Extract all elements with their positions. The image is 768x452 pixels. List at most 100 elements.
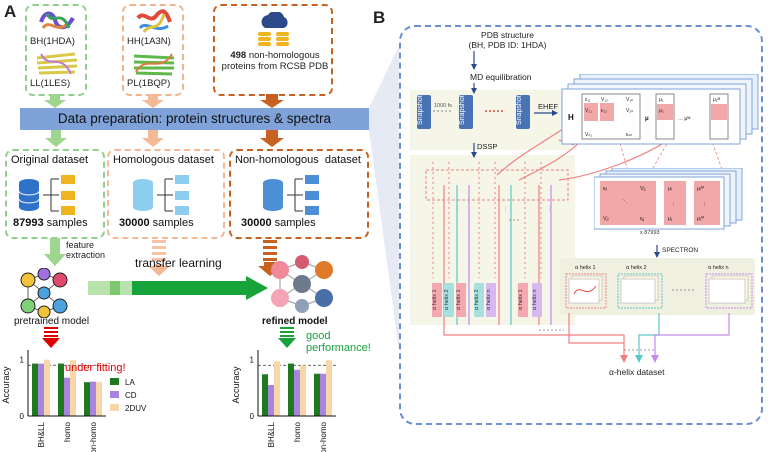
banner-arrows <box>45 130 284 147</box>
svg-text:Vᵢⱼ: Vᵢⱼ <box>640 186 646 192</box>
bar-la-0 <box>32 363 38 416</box>
original-database-icon <box>18 175 75 215</box>
svg-text:Vⱼᵢ: Vⱼᵢ <box>603 216 609 222</box>
helix-box-2a: α helix 2 <box>444 283 454 317</box>
bh-ll-structure-box: BH(1HDA) LL(1LES) <box>25 4 87 96</box>
snapshot-3-label: Snapshot <box>516 95 523 126</box>
feature-extraction-label: feature extraction <box>66 240 106 260</box>
nonhomologous-unit: samples <box>274 217 316 229</box>
helix-box-nc-label: α helix n <box>532 289 538 311</box>
legend-swatch-2duv <box>110 404 119 411</box>
legend-swatch-cd <box>110 391 119 398</box>
spectra-helix-n-title: α helix n <box>708 265 729 271</box>
pretrained-network-icon <box>20 268 68 318</box>
pdb-text: non-homologous proteins from RCSB PDB <box>221 50 329 72</box>
svg-text:μ₂: μ₂ <box>659 108 664 114</box>
svg-text:μ: μ <box>645 116 649 122</box>
bar-cd-1 <box>64 377 70 416</box>
bar-cd-0 <box>38 363 44 416</box>
homologous-unit: samples <box>152 217 194 229</box>
x-tick-label: BH&LL <box>267 421 276 447</box>
homologous-count: 30000 <box>119 217 150 229</box>
helix-box-1b-label: α helix 1 <box>456 289 462 311</box>
pl-protein-icon <box>133 53 175 76</box>
refined-model-label: refined model <box>262 316 328 327</box>
legend-label-cd: CD <box>125 391 137 400</box>
svg-text:⋮: ⋮ <box>702 202 708 208</box>
snapshot-3: Snapshot <box>516 95 530 129</box>
svg-text:ε₁₁: ε₁₁ <box>585 97 591 103</box>
legend-label-la: LA <box>125 378 135 387</box>
original-dataset-box: Original dataset 87993 samples <box>5 149 105 239</box>
panel-a-letter: A <box>4 2 17 21</box>
y-axis-label: Accuracy <box>1 366 11 404</box>
bar-la-1 <box>288 363 294 416</box>
helix-box-1a: α helix 1 <box>432 283 442 317</box>
helix-box-nb-label: α helix n <box>486 289 492 311</box>
original-sample-count: 87993 samples <box>13 217 88 229</box>
hh-label: HH(1A3N) <box>127 36 171 47</box>
svg-text:μᵢᴹ: μᵢᴹ <box>697 185 704 192</box>
spectron-label: SPECTRON <box>662 247 699 254</box>
bar-cd-2 <box>90 381 96 416</box>
svg-text:V₁₂: V₁₂ <box>601 97 608 103</box>
svg-text:Vₙ₁: Vₙ₁ <box>585 132 592 138</box>
refined-network-icon <box>271 255 333 313</box>
helix-box-2b: α helix 2 <box>474 283 484 317</box>
x-tick-label: homo <box>293 421 302 442</box>
dssp-sequences: ⋮⋮⋮ <box>425 162 569 278</box>
alpha-helix-dataset-label: α-helix dataset <box>609 367 665 377</box>
x-tick-label: non-homo <box>89 421 98 452</box>
bar-cd-0 <box>268 385 274 416</box>
bar-cd-2 <box>320 373 326 416</box>
svg-text:V₂ₙ: V₂ₙ <box>626 108 633 114</box>
bar-2duv-0 <box>44 359 50 416</box>
helix-box-1c-label: α helix 1 <box>518 289 524 311</box>
svg-text:… μᵂ: … μᵂ <box>678 116 691 122</box>
bar-2duv-1 <box>70 360 76 416</box>
hh-pl-structure-box: HH(1A3N) PL(1BQP) <box>122 4 184 96</box>
svg-text:⋮: ⋮ <box>455 206 460 212</box>
bar-la-0 <box>262 374 268 416</box>
transfer-learning-arrow <box>88 276 268 300</box>
homologous-sample-count: 30000 samples <box>119 217 194 229</box>
homologous-database-icon <box>133 175 189 215</box>
y-tick-label: 1 <box>20 356 25 365</box>
pretrained-model-label: pretrained model <box>14 316 90 327</box>
snapshot-2: Snapshot <box>459 95 473 129</box>
svg-text:V₂₁: V₂₁ <box>585 108 592 114</box>
ll-label: LL(1LES) <box>30 78 71 89</box>
svg-text:⋮: ⋮ <box>671 202 677 208</box>
data-preparation-banner: Data preparation: protein structures & s… <box>20 108 369 130</box>
svg-text:ε₂₂: ε₂₂ <box>601 108 607 114</box>
helix-box-nb: α helix n <box>486 283 496 317</box>
chart-legend: LA CD 2DUV <box>110 378 146 417</box>
nonhomologous-sample-count: 30000 samples <box>241 217 316 229</box>
x-tick-label: homo <box>63 421 72 442</box>
x-tick-label: BH&LL <box>37 421 46 447</box>
helix-box-1c: α helix 1 <box>518 283 528 317</box>
svg-text:μⱼ: μⱼ <box>668 216 672 222</box>
panel-b-top-region <box>410 90 570 150</box>
svg-text:εᵢᵢ: εᵢᵢ <box>603 186 607 192</box>
bar-2duv-2 <box>326 360 332 416</box>
good-performance-label: good performance! <box>306 330 371 354</box>
svg-text:⋮: ⋮ <box>547 206 552 212</box>
nonhomologous-dataset-title: Non-homologous dataset <box>235 154 361 166</box>
spectra-helix-2-title: α helix 2 <box>626 265 647 271</box>
transfer-learning-label: transfer learning <box>135 256 222 270</box>
cloud-database-icon <box>258 12 289 46</box>
legend-item-2duv: 2DUV <box>110 404 146 417</box>
dssp-label: DSSP <box>477 142 498 151</box>
svg-text:μⱼᴹ: μⱼᴹ <box>697 215 704 222</box>
pdb-source-box: 498 non-homologous proteins from RCSB PD… <box>213 4 333 96</box>
ll-protein-icon <box>36 52 78 75</box>
nonhomologous-dataset-box: Non-homologous dataset 30000 samples <box>229 149 369 239</box>
helix-box-2a-label: α helix 2 <box>444 289 450 311</box>
y-tick-label: 0 <box>20 412 25 421</box>
original-count: 87993 <box>13 217 44 229</box>
ehef-label: EHEF <box>538 102 559 111</box>
